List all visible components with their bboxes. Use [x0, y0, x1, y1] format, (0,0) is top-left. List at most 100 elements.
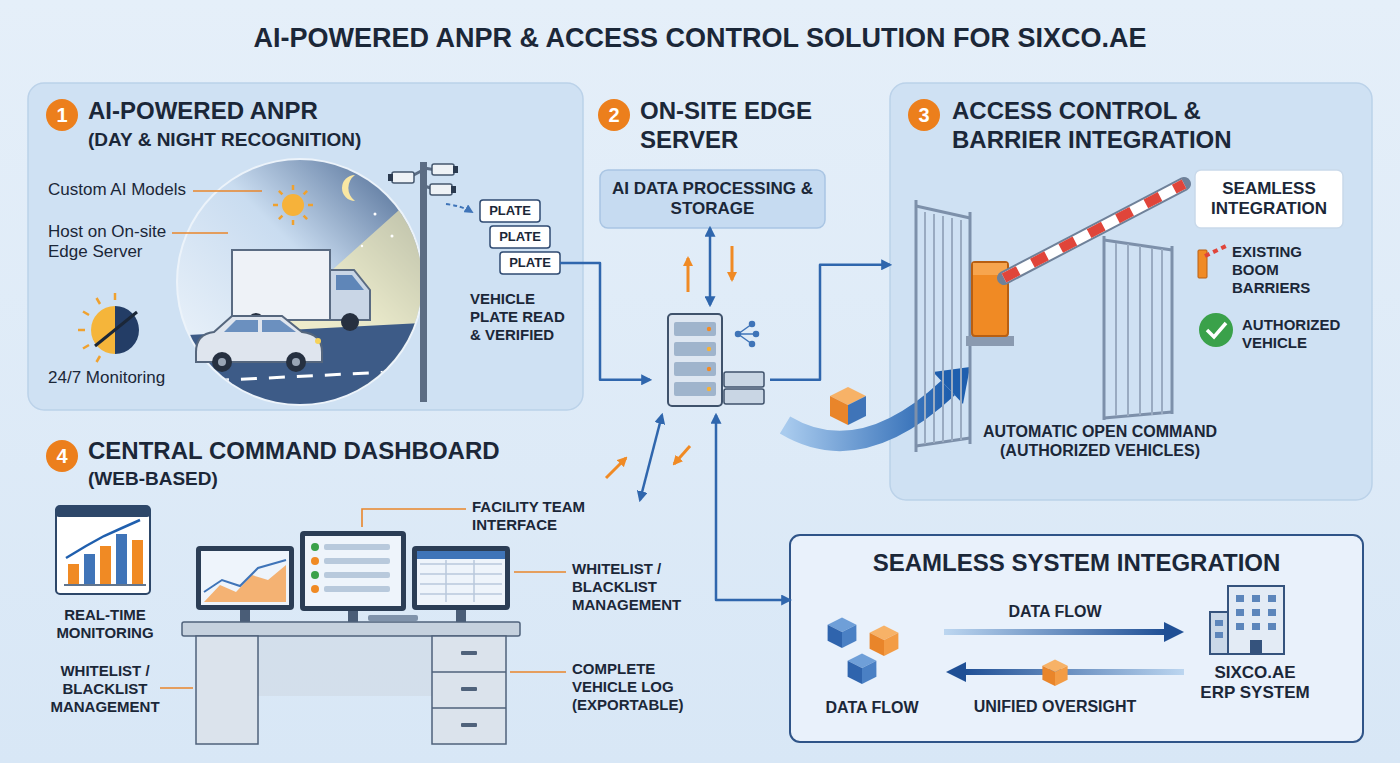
anpr-camera [432, 164, 454, 175]
callout-number: 1 [46, 99, 78, 131]
building-icon [1250, 640, 1262, 654]
diagram-title: AI-POWERED ANPR & ACCESS CONTROL SOLUTIO… [253, 22, 1146, 54]
anpr-camera [388, 164, 458, 195]
building-icon [1215, 620, 1223, 626]
connector-arrow [709, 228, 712, 305]
edge-server-icon [724, 389, 764, 404]
building-icon [1228, 586, 1284, 654]
anpr-scene [361, 245, 363, 247]
open-command-arrow [830, 387, 866, 425]
badge-box: SEAMLESS INTEGRATION [1195, 170, 1343, 228]
building-icon [1252, 609, 1260, 616]
monitor [311, 543, 319, 551]
edge-server-icon [668, 314, 722, 406]
chart-icon [64, 584, 146, 586]
integration-scene [1164, 622, 1184, 642]
barrier-scene [966, 336, 1014, 346]
anpr-camera [388, 174, 393, 181]
building-icon [1236, 595, 1244, 602]
desk [432, 671, 506, 673]
data-cube [1042, 659, 1067, 686]
anpr-scene [391, 235, 394, 238]
panel-fill [890, 83, 1372, 500]
sun-icon [273, 204, 278, 207]
server-node: 2ON-SITE EDGE SERVER [650, 305, 770, 415]
callout-label: Custom AI Models [48, 180, 186, 200]
heading-text: (WEB-BASED) [88, 468, 218, 491]
anpr-scene [374, 213, 377, 216]
building-icon [1268, 595, 1276, 602]
callout-label: AUTOMATIC OPEN COMMAND (AUTHORIZED VEHIC… [975, 422, 1225, 460]
plate-box-fill [490, 226, 550, 248]
callout-label: DATA FLOW [1008, 602, 1101, 621]
sun-icon [279, 216, 283, 220]
barrier-scene [1004, 184, 1184, 278]
flow-arrow [606, 458, 626, 478]
plate-box-fill [500, 252, 560, 274]
monitor [196, 546, 294, 610]
desk [182, 615, 520, 744]
open-command-arrow [785, 388, 948, 441]
edge-server-icon [674, 342, 716, 356]
open-command-arrow [848, 396, 866, 425]
leader-line [160, 509, 566, 688]
chart-icon [100, 546, 111, 584]
desk [182, 622, 520, 636]
barrier-scene [924, 212, 926, 444]
monitor [348, 611, 358, 622]
edge-server-icon [707, 367, 711, 371]
anpr-camera [453, 166, 458, 173]
barrier-icon [1198, 246, 1226, 278]
heading-text: CENTRAL COMMAND DASHBOARD [88, 437, 500, 466]
sun-icon [279, 191, 283, 195]
sun-icon [282, 194, 304, 216]
edge-server-icon [707, 327, 711, 331]
desk [461, 651, 477, 655]
chart-icon [66, 520, 140, 558]
moon-icon [342, 175, 355, 201]
monitor [311, 571, 319, 579]
open-command-arrow [830, 396, 848, 425]
connector-arrow [716, 415, 790, 600]
chart-icon [56, 506, 150, 517]
chart-icon [116, 534, 127, 584]
barrier-scene [951, 218, 953, 441]
data-cube [1042, 666, 1055, 686]
check-icon [1199, 313, 1233, 347]
building-icon [1236, 623, 1244, 630]
heading-text: ON-SITE EDGE SERVER [640, 97, 830, 155]
flow-arrow [687, 258, 690, 292]
box-label: PLATE [496, 229, 544, 245]
callout-number: 3 [908, 99, 940, 131]
building-icon [1268, 623, 1276, 630]
monitor [324, 586, 390, 592]
edge-server-icon [707, 387, 711, 391]
callout-number: 2 [598, 99, 630, 131]
monitor [473, 560, 475, 602]
check-icon [1207, 323, 1226, 337]
barrier-scene [925, 212, 961, 444]
car [315, 338, 321, 344]
data-cube [884, 633, 898, 656]
leader-line [510, 671, 566, 673]
lamp-post [410, 162, 436, 402]
barrier-scene [1104, 240, 1172, 250]
callout-label: VEHICLE PLATE READ & VERIFIED [470, 290, 574, 344]
sun-icon [308, 204, 313, 207]
heading-text: ACCESS CONTROL & BARRIER INTEGRATION [952, 97, 1292, 155]
leader-line [160, 687, 193, 689]
heading-text: SEAMLESS SYSTEM INTEGRATION [873, 549, 1281, 578]
scan-arrow [446, 204, 472, 212]
day-night-icon [78, 293, 139, 362]
monitor [311, 557, 319, 565]
edge-server-icon [674, 362, 716, 376]
sun-icon [304, 191, 308, 195]
monitor [456, 610, 466, 622]
callout-label: UNIFIED OVERSIGHT [974, 697, 1137, 716]
monitor [417, 551, 505, 605]
chart-icon [132, 540, 143, 584]
barrier-scene [1115, 243, 1117, 416]
leader-line [362, 509, 466, 527]
day-night-icon [91, 306, 115, 354]
heading-text: (DAY & NIGHT RECOGNITION) [88, 129, 361, 152]
